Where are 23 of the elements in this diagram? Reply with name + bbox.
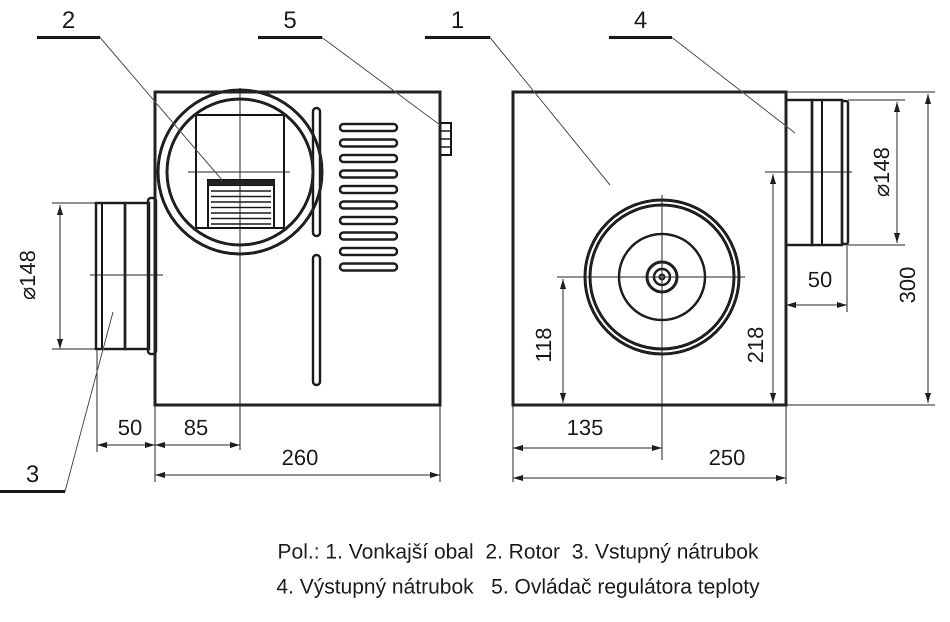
leader-line — [672, 37, 796, 134]
callout-number: 2 — [37, 6, 100, 39]
dimension-label: 118 — [533, 327, 555, 363]
callout-number: 3 — [0, 460, 65, 493]
callout-number: 1 — [425, 6, 490, 39]
dimension-label: 250 — [708, 447, 746, 469]
dimension-label: 135 — [566, 417, 604, 439]
dimension-label: ⌀148 — [17, 250, 39, 300]
dimension-label: 300 — [897, 266, 919, 304]
dimension-label: 218 — [745, 326, 767, 364]
parts-list-text: 4. Výstupný nátrubok 5. Ovládač regulátora teploty — [276, 576, 760, 598]
callout-number: 4 — [609, 6, 672, 39]
dimension-label: 50 — [118, 417, 142, 439]
dimension-label: 85 — [184, 417, 208, 439]
parts-list-text: Pol.: 1. Vonkajší obal 2. Rotor 3. Vstupný nátrubok — [278, 542, 758, 562]
leader-line — [100, 37, 222, 180]
dimension-label: 260 — [282, 447, 318, 469]
leader-line — [322, 37, 440, 126]
dimension-label: 50 — [808, 269, 832, 291]
callout-number: 5 — [258, 6, 322, 39]
leader-line — [64, 312, 114, 492]
dimension-label: ⌀148 — [871, 147, 893, 197]
leader-line — [490, 37, 610, 186]
